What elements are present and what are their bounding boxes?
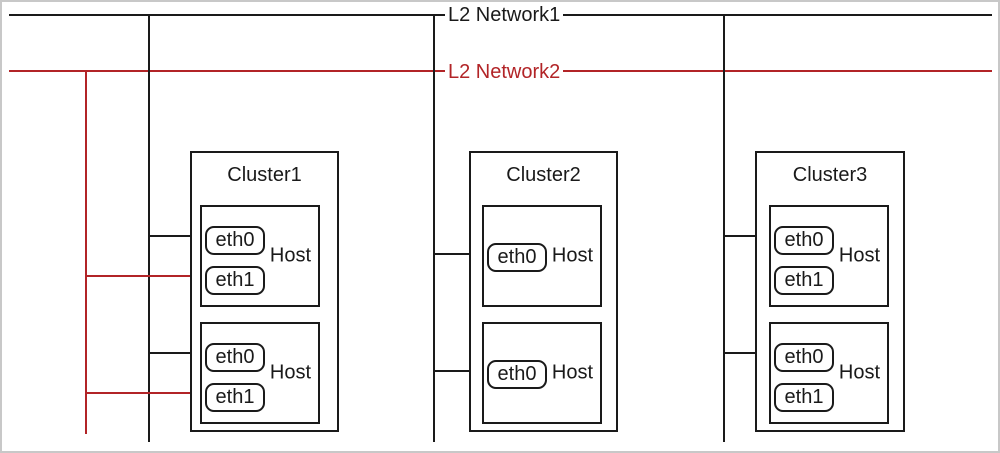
cluster3-host1-box: eth0 eth1 Host bbox=[769, 205, 889, 307]
cluster3-title: Cluster3 bbox=[792, 164, 868, 186]
cluster3-host2-eth1-interface: eth1 bbox=[774, 383, 834, 412]
l2-network1-label: L2 Network1 bbox=[445, 4, 564, 26]
cluster2-host1-eth0-interface: eth0 bbox=[487, 243, 547, 272]
connector-c1-host1-eth0 bbox=[148, 235, 203, 237]
connector-c3-host2-eth0 bbox=[723, 352, 772, 354]
cluster1-box: Cluster1 eth0 eth1 Host eth0 eth1 Host bbox=[190, 151, 339, 432]
l2-network2-label: L2 Network2 bbox=[445, 61, 564, 83]
cluster3-host2-label: Host bbox=[838, 361, 880, 384]
cluster1-host1-eth1-interface: eth1 bbox=[205, 266, 265, 295]
connector-c2-host2-eth0 bbox=[433, 370, 485, 372]
cluster3-host1-eth0-interface: eth0 bbox=[774, 226, 834, 255]
cluster2-host2-eth0-interface: eth0 bbox=[487, 360, 547, 389]
network1-drop-cluster2 bbox=[433, 14, 435, 442]
cluster3-host1-eth1-interface: eth1 bbox=[774, 266, 834, 295]
connector-c1-host2-eth1 bbox=[85, 392, 203, 394]
cluster1-host2-eth0-interface: eth0 bbox=[205, 343, 265, 372]
network1-drop-cluster3 bbox=[723, 14, 725, 442]
cluster1-host1-box: eth0 eth1 Host bbox=[200, 205, 320, 307]
cluster2-host1-box: eth0 Host bbox=[482, 205, 602, 307]
cluster1-host2-label: Host bbox=[269, 361, 311, 384]
connector-c1-host1-eth1 bbox=[85, 275, 203, 277]
connector-c2-host1-eth0 bbox=[433, 253, 485, 255]
cluster2-host1-label: Host bbox=[551, 244, 593, 267]
network1-drop-cluster1 bbox=[148, 14, 150, 442]
cluster3-host2-eth0-interface: eth0 bbox=[774, 343, 834, 372]
connector-c3-host1-eth0 bbox=[723, 235, 772, 237]
cluster2-host2-label: Host bbox=[551, 361, 593, 384]
cluster3-host1-label: Host bbox=[838, 244, 880, 267]
cluster2-host2-box: eth0 Host bbox=[482, 322, 602, 424]
connector-c1-host2-eth0 bbox=[148, 352, 203, 354]
cluster1-host2-eth1-interface: eth1 bbox=[205, 383, 265, 412]
network2-drop-cluster1 bbox=[85, 70, 87, 434]
cluster2-box: Cluster2 eth0 Host eth0 Host bbox=[469, 151, 618, 432]
cluster1-host1-label: Host bbox=[269, 244, 311, 267]
cluster1-title: Cluster1 bbox=[227, 164, 302, 186]
cluster3-box: Cluster3 eth0 eth1 Host eth0 eth1 Host bbox=[755, 151, 905, 432]
cluster1-host1-eth0-interface: eth0 bbox=[205, 226, 265, 255]
cluster2-title: Cluster2 bbox=[506, 164, 581, 186]
cluster3-host2-box: eth0 eth1 Host bbox=[769, 322, 889, 424]
cluster1-host2-box: eth0 eth1 Host bbox=[200, 322, 320, 424]
